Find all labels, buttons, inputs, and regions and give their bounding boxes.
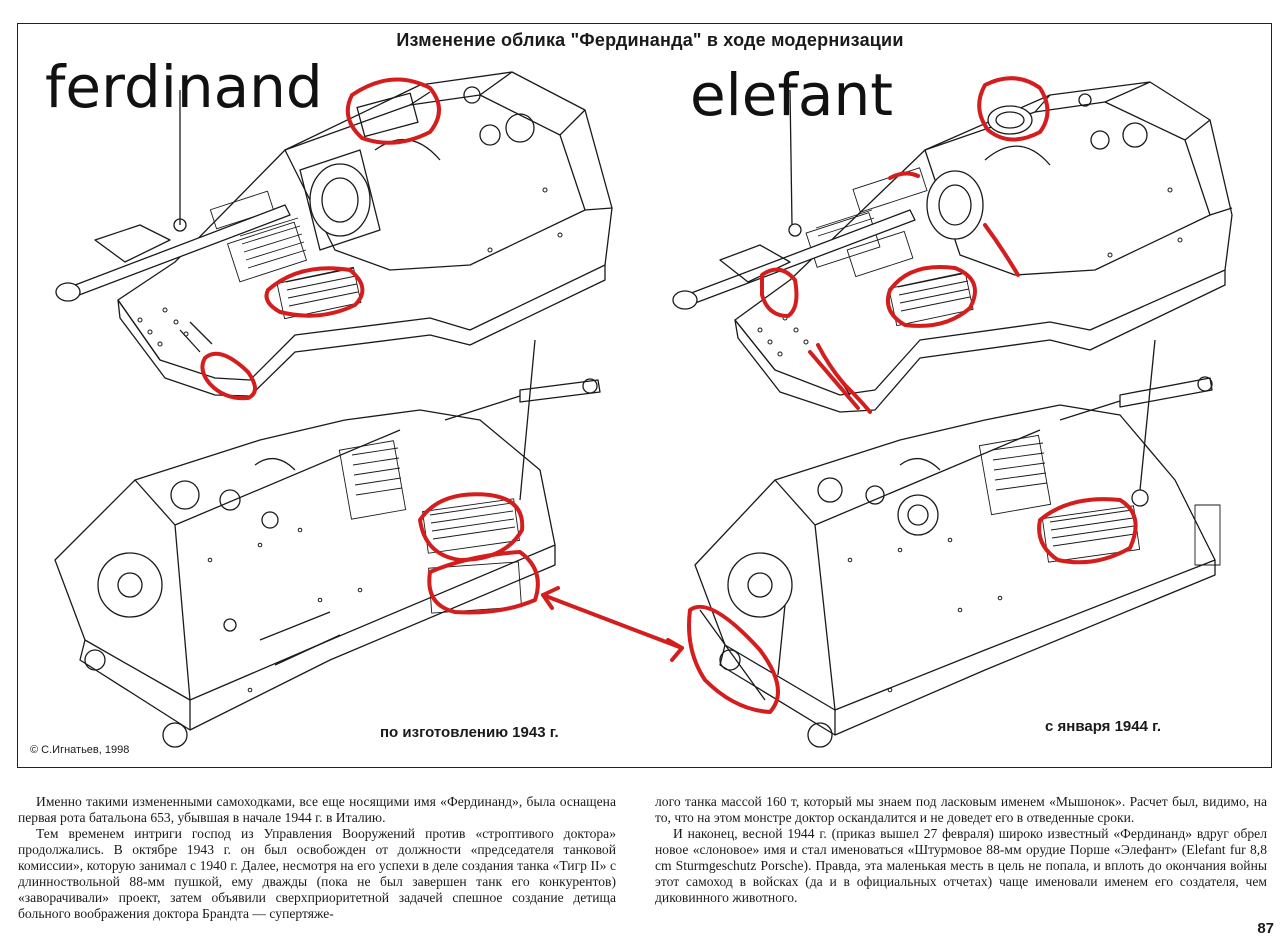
annotation-circle-cupola-elefant: [977, 76, 1050, 142]
annotation-double-arrow: [541, 593, 684, 650]
paragraph: лого танка массой 160 т, который мы знае…: [655, 794, 1267, 825]
annotation-circle-hatch-ferdinand: [345, 77, 441, 145]
annotation-stroke-side2-elefant: [808, 350, 860, 410]
elefant-rear-drawing: [694, 339, 1221, 748]
plate-title: Изменение облика "Фердинанда" в ходе мод…: [396, 30, 904, 50]
text-column-right: лого танка массой 160 т, который мы знае…: [655, 794, 1267, 906]
caption-1943: по изготовлению 1943 г.: [380, 724, 559, 741]
illustration-frame: [17, 23, 1272, 768]
elefant-top-drawing: [672, 81, 1233, 413]
annotation-circle-mg-elefant: [760, 267, 799, 318]
annotation-circle-front-ferdinand: [200, 351, 257, 401]
page-number: 87: [1257, 920, 1274, 937]
vehicle-drawings: [54, 71, 1233, 748]
annotation-mark-mantlet2-elefant: [983, 223, 1020, 277]
annotation-stroke-side-elefant: [816, 343, 872, 414]
paragraph: И наконец, весной 1944 г. (приказ вышел …: [655, 826, 1267, 905]
annotation-circle-rear-box-ferdinand: [427, 550, 540, 615]
text-column-left: Именно такими измененными самоходками, в…: [18, 794, 616, 922]
annotation-circle-grille-elefant: [885, 265, 977, 328]
label-elefant: elefant: [690, 61, 893, 129]
annotation-circle-rear-grille-ferdinand: [418, 492, 525, 562]
annotation-circle-grille-ferdinand: [264, 266, 365, 318]
annotation-mark-mantlet-elefant: [888, 171, 920, 180]
annotation-circle-rear-box-elefant: [687, 604, 780, 714]
paragraph: Тем временем интриги господ из Управлени…: [18, 826, 616, 921]
label-ferdinand: ferdinand: [45, 53, 323, 121]
paragraph: Именно такими измененными самоходками, в…: [18, 794, 616, 825]
caption-1944: с января 1944 г.: [1045, 718, 1162, 735]
ferdinand-top-drawing: [55, 71, 613, 397]
annotation-circle-rear-grille-elefant: [1037, 497, 1138, 565]
copyright-note: © С.Игнатьев, 1998: [30, 744, 130, 756]
ferdinand-rear-drawing: [54, 339, 601, 748]
